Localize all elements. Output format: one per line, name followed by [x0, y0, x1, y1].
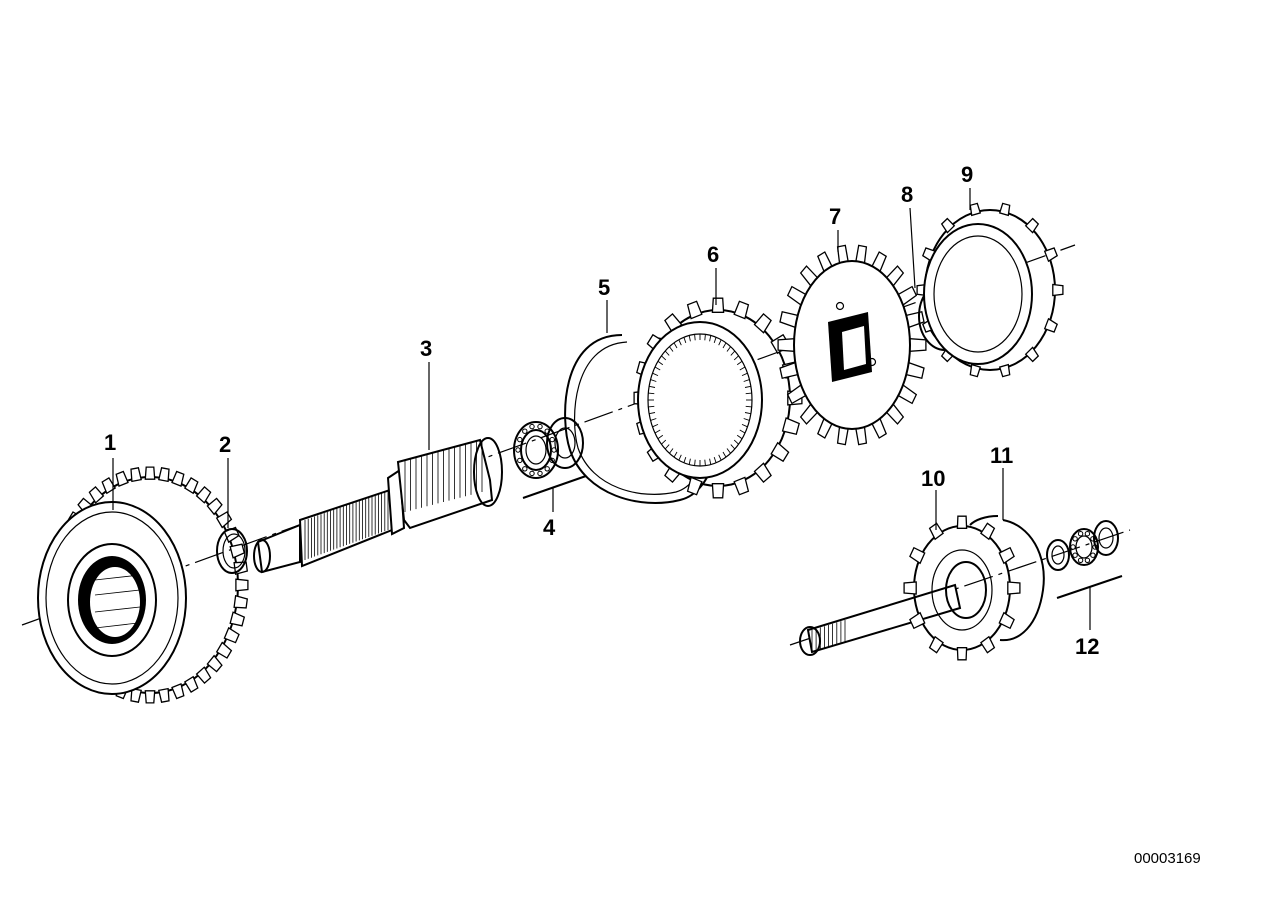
part-2-ring[interactable]	[216, 528, 248, 574]
callout-1: 1	[104, 430, 116, 455]
part-4-bearing[interactable]	[513, 417, 587, 499]
part-7-carrier[interactable]	[777, 244, 927, 446]
callout-3: 3	[420, 336, 432, 361]
callout-4: 4	[543, 515, 556, 540]
callout-12: 12	[1075, 634, 1099, 659]
part-6-ring-gear[interactable]	[633, 297, 803, 499]
callout-6: 6	[707, 242, 719, 267]
part-11-snap-ring[interactable]	[969, 515, 1045, 642]
callout-7: 7	[829, 204, 841, 229]
callout-9: 9	[961, 162, 973, 187]
callout-11: 11	[990, 443, 1013, 468]
callout-8: 8	[901, 182, 913, 207]
reference-number: 00003169	[1134, 850, 1201, 867]
part-10-shaft-plate[interactable]	[799, 515, 1021, 661]
leader-lines	[112, 188, 1091, 630]
callout-5: 5	[598, 275, 610, 300]
part-12-bearing-set[interactable]	[1046, 520, 1123, 599]
part-9-outer-drum[interactable]	[916, 202, 1064, 378]
callout-2: 2	[219, 432, 231, 457]
part-3-shaft[interactable]	[253, 437, 503, 574]
part-1-gear[interactable]	[37, 466, 249, 704]
callout-10: 10	[921, 466, 945, 491]
